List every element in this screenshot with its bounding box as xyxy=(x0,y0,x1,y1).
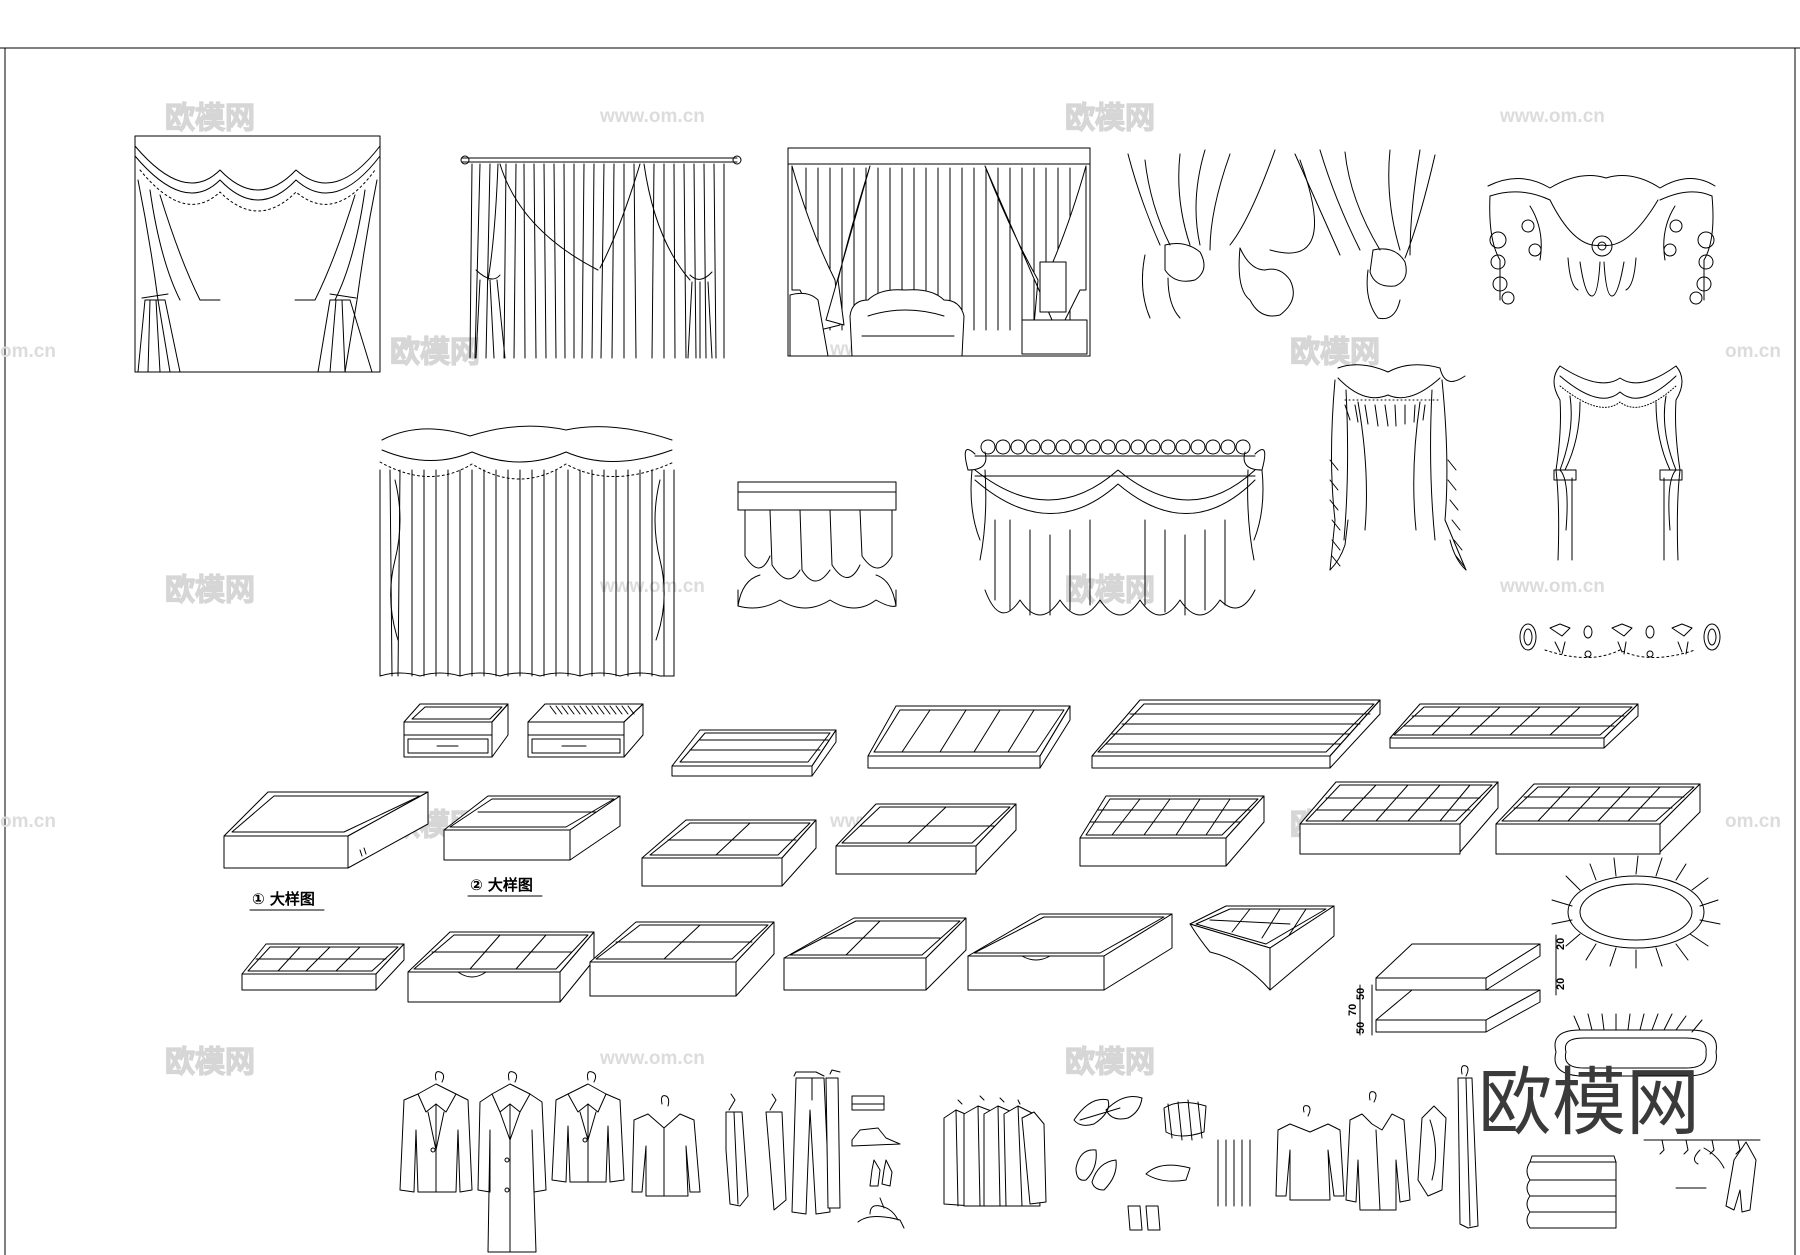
clothing-folded-items-drawing xyxy=(1073,1096,1251,1231)
clothing-jacket-1-drawing xyxy=(399,1071,473,1193)
watermark-url-partial: om.cn xyxy=(1725,811,1781,832)
curtain-cafe-valance-drawing xyxy=(737,481,897,609)
drawer-box-3-drawing xyxy=(641,819,817,887)
clothing-towel-stack-drawing xyxy=(1526,1155,1617,1229)
curtain-rod-drape-drawing xyxy=(460,155,742,359)
drawer-box-curved-drawing xyxy=(1189,905,1335,991)
curtain-swag-valance-drawing xyxy=(134,135,381,373)
drawer-box-11-drawing xyxy=(783,917,967,991)
drawer-box-10-drawing xyxy=(589,921,775,997)
tray-divider-1-drawing xyxy=(671,729,837,777)
drawer-box-4-drawing xyxy=(835,803,1017,875)
tray-divider-4-drawing xyxy=(1389,703,1639,749)
curtain-fringed-drape-drawing xyxy=(1329,364,1467,571)
dim-50-low: 50 xyxy=(1355,1022,1367,1034)
tray-divider-2-drawing xyxy=(867,705,1071,769)
clothing-hook-rail-drawing xyxy=(1643,1139,1761,1213)
clothing-long-garment-drawing xyxy=(1457,1065,1479,1229)
drawer-box-7-drawing xyxy=(1495,783,1701,855)
watermark-brand: 欧模网 xyxy=(390,335,480,370)
drawer-box-5-drawing xyxy=(1079,795,1265,867)
curtain-tieback-sheer-drawing xyxy=(1127,149,1436,320)
watermark-url: www.om.cn xyxy=(599,106,705,127)
drawer-box-12-drawing xyxy=(967,913,1173,991)
dim-20-mid: 20 xyxy=(1555,978,1567,990)
drawer-box-9-drawing xyxy=(407,931,595,1003)
watermark-brand: 欧模网 xyxy=(1065,101,1155,136)
clothing-suit-rack-drawing xyxy=(943,1095,1047,1207)
curtain-room-scene-drawing xyxy=(787,147,1091,357)
watermark-brand: 欧模网 xyxy=(165,1045,255,1080)
ornament-strip-drawing xyxy=(1519,623,1721,658)
detail-label-2: ② 大样图 xyxy=(470,876,533,894)
drawer-box-2-drawing xyxy=(443,795,621,861)
curtain-decorative-swag-drawing xyxy=(1487,175,1716,305)
watermark-url-partial: om.cn xyxy=(1725,341,1781,362)
drawer-front-1-drawing xyxy=(403,703,509,758)
tie-rack-ring-drawing xyxy=(1551,855,1721,969)
watermark-brand: 欧模网 xyxy=(1065,573,1155,608)
hanger-loop-drawing xyxy=(1554,1013,1717,1077)
clothing-jacket-2-drawing xyxy=(551,1071,625,1183)
shelf-dimension-drawing: 20 20 50 70 50 xyxy=(1347,934,1567,1036)
watermark-url-partial: om.cn xyxy=(0,341,56,362)
clothing-shirt-jacket-drawing xyxy=(631,1095,701,1197)
watermark-brand: 欧模网 xyxy=(1065,1045,1155,1080)
watermark-url: www.om.cn xyxy=(1499,106,1605,127)
dim-70: 70 xyxy=(1347,1004,1359,1016)
drawer-front-2-drawing xyxy=(527,703,644,758)
detail-label-1: ① 大样图 xyxy=(252,890,315,908)
watermark-brand: 欧模网 xyxy=(165,101,255,136)
dim-50-left: 50 xyxy=(1355,988,1367,1000)
clothing-long-coat-drawing xyxy=(477,1071,547,1253)
watermark-brand: 欧模网 xyxy=(1290,335,1380,370)
drawer-box-8-drawing xyxy=(241,943,405,991)
dim-20-top: 20 xyxy=(1555,938,1567,950)
clothing-accessories-drawing xyxy=(851,1095,905,1229)
clothing-sweaters-drawing xyxy=(1275,1091,1447,1211)
watermark-brand: 欧模网 xyxy=(165,573,255,608)
drawer-box-6-drawing xyxy=(1299,781,1499,855)
brand-logo-text: 欧模网 xyxy=(1478,1060,1700,1146)
drawer-box-1-drawing xyxy=(223,791,429,869)
tray-divider-3-drawing xyxy=(1091,699,1381,769)
curtain-scalloped-tieback-drawing xyxy=(1553,365,1683,561)
watermark-url: www.om.cn xyxy=(599,1048,705,1069)
clothing-hanging-trousers-drawing xyxy=(725,1069,841,1215)
watermark-url-partial: om.cn xyxy=(0,811,56,832)
watermark-url: www.om.cn xyxy=(1499,576,1605,597)
curtain-theatre-drape-drawing xyxy=(379,425,675,677)
curtain-bowed-swag-drawing xyxy=(964,439,1266,616)
